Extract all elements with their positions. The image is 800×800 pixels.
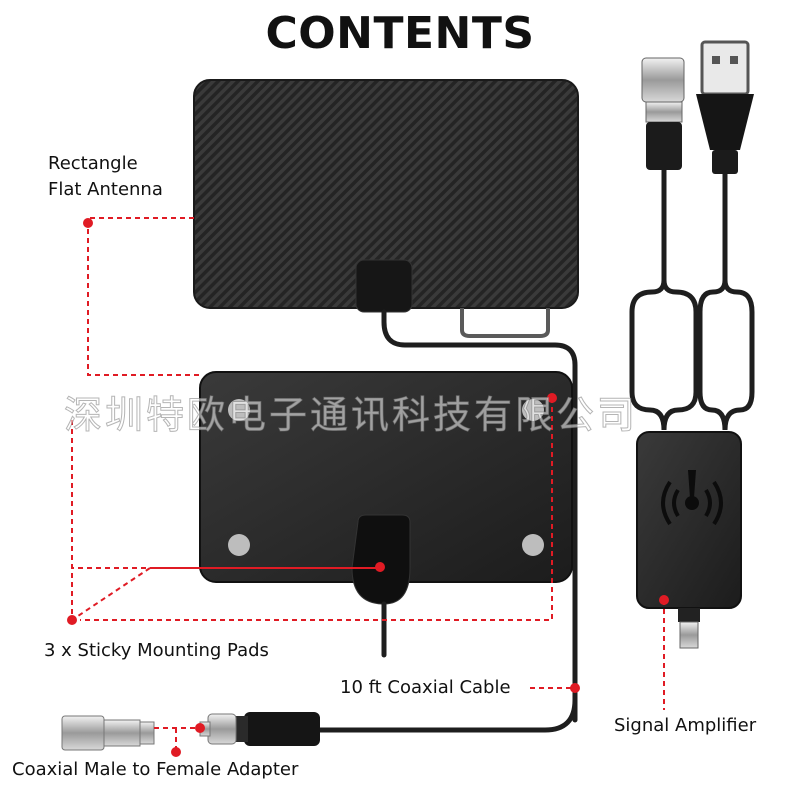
label-rectangle: Rectangle (48, 153, 138, 174)
label-flat-antenna: Flat Antenna (48, 179, 163, 200)
coaxial-adapter (61, 715, 155, 751)
flat-antenna-back (199, 371, 573, 658)
signal-amplifier (636, 431, 742, 649)
flat-antenna-front (193, 79, 579, 723)
label-coaxial-adapter: Coaxial Male to Female Adapter (12, 759, 299, 780)
label-coaxial-cable: 10 ft Coaxial Cable (340, 677, 511, 698)
amplifier-cables (629, 40, 755, 431)
callout-dots (67, 218, 669, 757)
watermark-text: 深圳特欧电子通讯科技有限公司 (64, 393, 639, 438)
label-sticky-pads: 3 x Sticky Mounting Pads (44, 640, 269, 661)
callout-lines (71, 217, 665, 752)
page-title: CONTENTS (265, 8, 535, 59)
coaxial-cable (199, 699, 578, 746)
label-signal-amplifier: Signal Amplifier (614, 715, 757, 736)
